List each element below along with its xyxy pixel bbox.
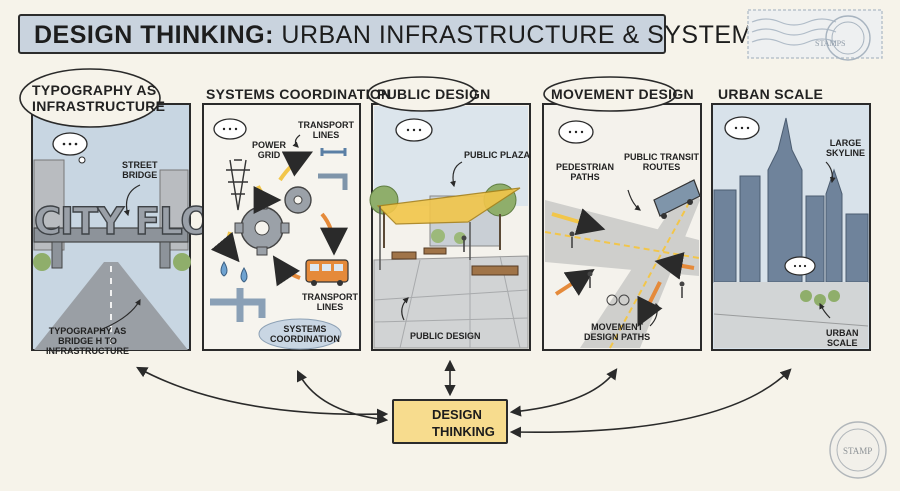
panel-label-public: PUBLIC DESIGN [377, 86, 491, 102]
panel-public-design [369, 103, 531, 351]
stamp-text-top: STAMPS [815, 39, 845, 48]
title-banner: DESIGN THINKING: URBAN INFRASTRUCTURE & … [18, 14, 770, 54]
panel-urban-scale [711, 103, 871, 351]
postage-stamp-bottom [829, 421, 887, 479]
label-bubble-movement [543, 76, 677, 112]
panel-systems [202, 103, 361, 351]
note-public-design: PUBLIC DESIGN [410, 331, 481, 341]
center-label-line2: THINKING [432, 424, 495, 439]
design-thinking-box: DESIGN THINKING [392, 399, 508, 444]
panel-typography [31, 103, 191, 351]
panel-label-systems: SYSTEMS COORDINATION [206, 86, 392, 102]
transit-bus-icon [653, 179, 701, 219]
connector-arrows [136, 359, 792, 438]
label-bubble-public [367, 76, 477, 112]
note-public-plaza: PUBLIC PLAZA [464, 150, 530, 160]
panel-label-urban: URBAN SCALE [718, 86, 824, 102]
panel-movement-design [542, 103, 702, 351]
panel-label-movement: MOVEMENT DESIGN [551, 86, 694, 102]
stamp-text-bottom: STAMP [843, 446, 872, 456]
small-gear-icon [284, 186, 312, 214]
bus-icon [305, 259, 349, 286]
page-title: DESIGN THINKING: URBAN INFRASTRUCTURE & … [34, 21, 771, 49]
center-label-line1: DESIGN [432, 407, 482, 422]
gear-icon [234, 200, 290, 256]
postage-stamp-top [747, 9, 883, 61]
label-bubble-typography [19, 68, 161, 128]
